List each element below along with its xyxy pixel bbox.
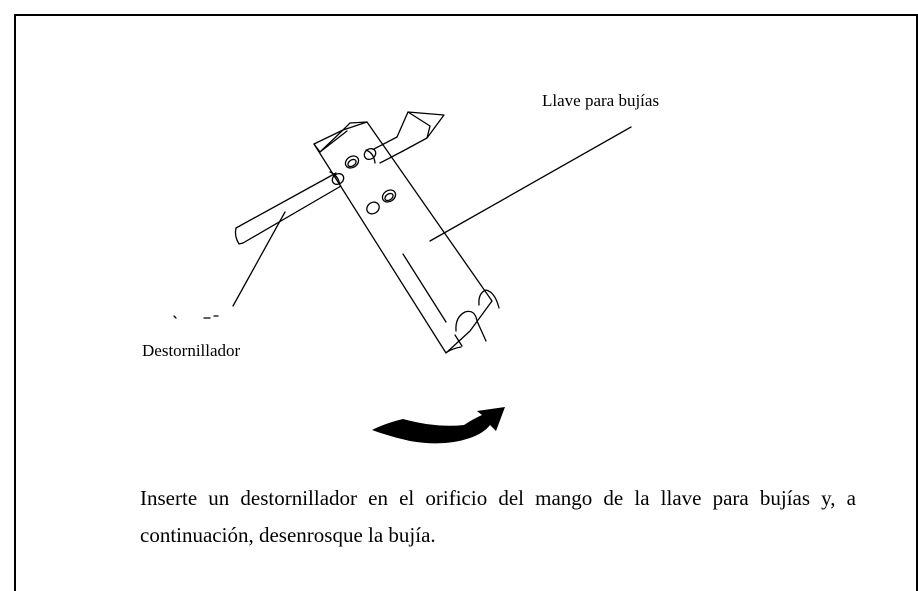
screwdriver-leader-line bbox=[232, 211, 286, 307]
spark-plug-wrench-label: Llave para bujías bbox=[542, 91, 660, 110]
figure-frame bbox=[14, 14, 918, 591]
spark-plug-wrench-icon bbox=[313, 121, 500, 354]
screwdriver-label: Destornillador bbox=[142, 341, 241, 360]
leader-dots bbox=[173, 315, 219, 319]
curved-arrow-right-icon bbox=[372, 407, 505, 444]
wrench-leader-line bbox=[429, 126, 632, 242]
instruction-text: Inserte un destornillador en el orificio… bbox=[140, 486, 856, 547]
